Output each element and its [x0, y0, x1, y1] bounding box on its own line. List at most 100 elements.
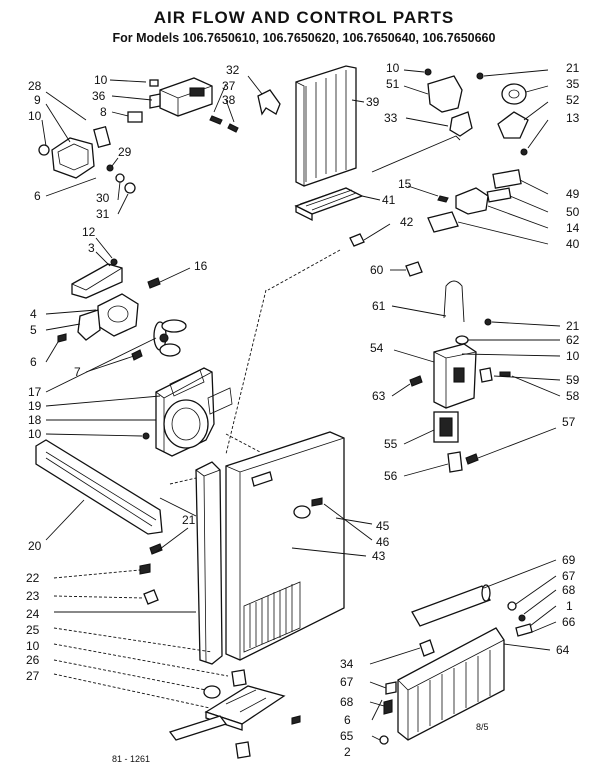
damper-33: [449, 111, 473, 137]
callout-50: 50: [566, 205, 580, 219]
duct-panel-39: [295, 65, 357, 187]
callout-8: 8: [100, 105, 107, 119]
clip-22: [139, 563, 151, 575]
gasket-8: [127, 111, 143, 123]
callout-10: 10: [28, 427, 42, 441]
callout-10: 10: [566, 349, 580, 363]
nut-65: [379, 735, 389, 745]
callout-55: 55: [384, 437, 398, 451]
callout-10: 10: [28, 109, 42, 123]
callout-27: 27: [26, 669, 40, 683]
callout-68: 68: [340, 695, 354, 709]
screw-63: [409, 375, 423, 387]
foot-2: [235, 741, 251, 759]
tube-61: [443, 280, 465, 323]
callout-5: 5: [30, 323, 37, 337]
duct-24: [195, 461, 223, 665]
screw-6-mid: [57, 333, 67, 343]
callout-18: 18: [28, 413, 42, 427]
callout-45: 45: [376, 519, 390, 533]
callout-64: 64: [556, 643, 570, 657]
callout-6: 6: [30, 355, 37, 369]
motor-assembly-upper-left: [38, 125, 111, 179]
callout-62: 62: [566, 333, 580, 347]
callout-36: 36: [92, 89, 106, 103]
channel-40: [427, 211, 459, 233]
control-box-54: [433, 343, 477, 409]
callout-15: 15: [398, 177, 412, 191]
callout-59: 59: [566, 373, 580, 387]
fan-blade-17: [153, 319, 187, 357]
control-housing: [149, 77, 213, 117]
screw-38: [227, 123, 239, 133]
callout-52: 52: [566, 93, 580, 107]
washer-66: [515, 623, 533, 637]
callout-31: 31: [96, 207, 110, 221]
switch-cover-50: [486, 187, 512, 203]
callout-30: 30: [96, 191, 110, 205]
screw-13: [520, 148, 528, 156]
rear-panel-43: [225, 431, 345, 661]
callout-54: 54: [370, 341, 384, 355]
callout-28: 28: [28, 79, 42, 93]
drawing-code: 81 - 1261: [112, 754, 150, 764]
drip-tray-64: [397, 627, 505, 741]
callout-10: 10: [26, 639, 40, 653]
nut-10-mid: [142, 432, 150, 440]
callout-40: 40: [566, 237, 580, 251]
callout-2: 2: [344, 745, 351, 759]
leader-lines: [41, 69, 561, 741]
screw-58: [499, 371, 511, 377]
callout-25: 25: [26, 623, 40, 637]
screw-46: [311, 497, 323, 507]
screw-68-low: [383, 699, 393, 715]
clip-60: [405, 261, 423, 277]
cam-52: [497, 111, 529, 139]
callout-10: 10: [386, 61, 400, 75]
callout-22: 22: [26, 571, 40, 585]
bracket-51: [427, 75, 463, 113]
callout-13: 13: [566, 111, 580, 125]
nut-67: [507, 601, 517, 611]
diagram-title: AIR FLOW AND CONTROL PARTS: [153, 8, 455, 27]
callout-65: 65: [340, 729, 354, 743]
callout-41: 41: [382, 193, 396, 207]
screw-21-right: [484, 318, 492, 326]
callout-24: 24: [26, 607, 40, 621]
callout-4: 4: [30, 307, 37, 321]
bracket-3: [71, 263, 123, 299]
callout-38: 38: [222, 93, 236, 107]
damper-rod: [371, 135, 461, 173]
clip-67-low: [385, 681, 397, 695]
callout-12: 12: [82, 225, 96, 239]
callout-29: 29: [118, 145, 132, 159]
callout-56: 56: [384, 469, 398, 483]
callout-7: 7: [74, 365, 81, 379]
callout-39: 39: [366, 95, 380, 109]
bracket-32: [257, 89, 281, 116]
callout-23: 23: [26, 589, 40, 603]
callout-numbers: 28 9 10 6 10 36 8 32 37 38 29 30 31 10 5…: [26, 61, 580, 759]
callout-21: 21: [182, 513, 196, 527]
callout-37: 37: [222, 79, 236, 93]
drain-tube-69: [411, 584, 491, 627]
callout-57: 57: [562, 415, 576, 429]
callout-10: 10: [94, 73, 108, 87]
callout-34: 34: [340, 657, 354, 671]
pad-65: [168, 715, 228, 741]
callout-21: 21: [566, 61, 580, 75]
callout-67: 67: [562, 569, 576, 583]
screw-6-base: [291, 715, 301, 725]
clip-36-small: [149, 79, 159, 87]
socket-56: [447, 451, 463, 473]
callout-21: 21: [566, 319, 580, 333]
screw-7: [131, 349, 143, 361]
knob-35: [501, 83, 527, 105]
screw-57: [465, 453, 479, 465]
light-switch-49: [492, 169, 522, 189]
callout-1: 1: [566, 599, 573, 613]
callout-14: 14: [566, 221, 580, 235]
callout-67: 67: [340, 675, 354, 689]
callout-69: 69: [562, 553, 576, 567]
